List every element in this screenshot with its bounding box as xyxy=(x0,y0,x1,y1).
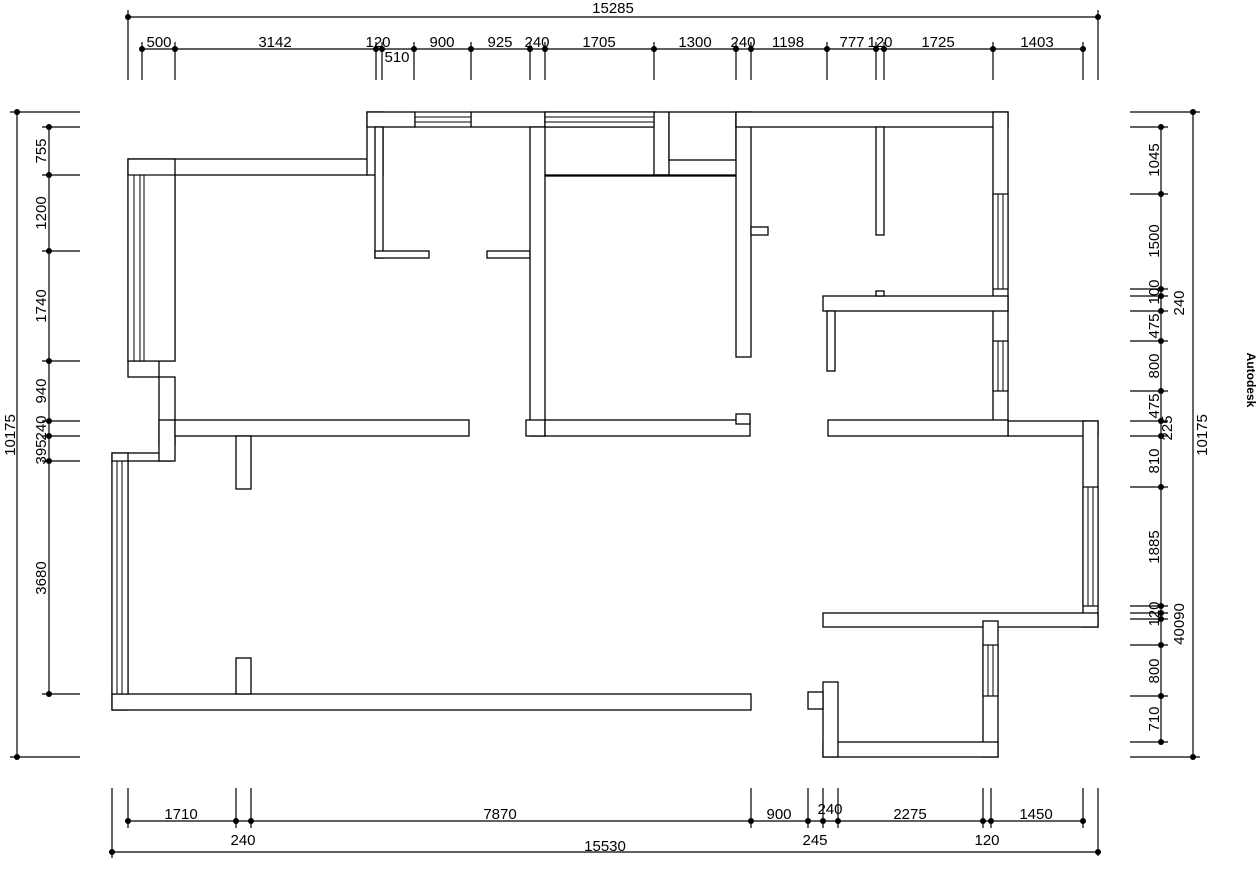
bottom-dim-9: 120 xyxy=(974,832,999,849)
top-dim-6: 925 xyxy=(487,34,512,51)
wall-notch xyxy=(875,290,885,297)
left-dim-5: 240 xyxy=(33,415,50,440)
left-dim-1: 755 xyxy=(33,138,50,163)
right-dim-7: 475 xyxy=(1146,393,1163,418)
top-dim-15: 1403 xyxy=(1020,34,1053,51)
bottom-dim-7: 240 xyxy=(230,832,255,849)
top-dim-2: 3142 xyxy=(258,34,291,51)
right-dimension-chain: 10175 1045 1500 100 xyxy=(1130,109,1211,760)
top-dim-8: 1705 xyxy=(582,34,615,51)
left-dimension-chain: 10175 755 1200 1740 940 240 395 3680 xyxy=(2,109,80,760)
bottom-dim-4: 240 xyxy=(817,801,842,818)
right-dim-13: 800 xyxy=(1146,658,1163,683)
right-overall-dim: 10175 xyxy=(1194,414,1211,456)
right-dim-4: 240 xyxy=(1171,290,1188,315)
right-dim-8: 225 xyxy=(1159,415,1176,440)
top-dim-4: 510 xyxy=(384,49,409,66)
top-dim-10: 240 xyxy=(730,34,755,51)
autodesk-watermark: Autodesk xyxy=(1244,353,1258,408)
left-dim-7: 3680 xyxy=(33,561,50,594)
right-dim-6: 800 xyxy=(1146,353,1163,378)
top-dim-3: 120 xyxy=(365,34,390,51)
bottom-dim-2: 7870 xyxy=(483,806,516,823)
bottom-dim-6: 1450 xyxy=(1019,806,1052,823)
right-dim-3: 100 xyxy=(1146,279,1163,304)
bottom-dimension-chain: 1710 7870 900 240 2275 1450 240 245 120 … xyxy=(109,788,1101,858)
top-dim-7: 240 xyxy=(524,34,549,51)
right-dim-11: 120 xyxy=(1146,601,1163,626)
top-dimension-chain: 15285 500 3142 120 510 900 925 240 1705 xyxy=(125,0,1101,80)
top-dim-1: 500 xyxy=(146,34,171,51)
left-dim-3: 1740 xyxy=(33,289,50,322)
left-dim-6: 395 xyxy=(33,439,50,464)
top-dim-9: 1300 xyxy=(678,34,711,51)
top-dim-12: 777 xyxy=(839,34,864,51)
top-dim-14: 1725 xyxy=(921,34,954,51)
right-dim-5: 475 xyxy=(1146,313,1163,338)
left-dim-4: 940 xyxy=(33,378,50,403)
top-dim-13: 120 xyxy=(867,34,892,51)
top-dim-11: 1198 xyxy=(772,34,804,51)
right-dim-12: 40090 xyxy=(1171,603,1188,645)
bottom-overall-dim: 15530 xyxy=(584,838,626,855)
right-dim-2: 1500 xyxy=(1146,224,1163,257)
top-overall-dim: 15285 xyxy=(592,0,634,17)
windows xyxy=(111,111,1099,697)
bottom-dim-8: 245 xyxy=(802,832,827,849)
bottom-dim-1: 1710 xyxy=(164,806,197,823)
right-dim-1: 1045 xyxy=(1146,143,1163,176)
bottom-dim-3: 900 xyxy=(766,806,791,823)
right-dim-14: 710 xyxy=(1146,706,1163,731)
right-dim-10: 1885 xyxy=(1146,530,1163,563)
left-dim-2: 1200 xyxy=(33,196,50,229)
bottom-dim-5: 2275 xyxy=(893,806,926,823)
walls xyxy=(111,111,1099,758)
right-dim-9: 810 xyxy=(1146,448,1163,473)
left-overall-dim: 10175 xyxy=(2,414,19,456)
top-dim-5: 900 xyxy=(429,34,454,51)
top-ticks xyxy=(139,42,1086,80)
